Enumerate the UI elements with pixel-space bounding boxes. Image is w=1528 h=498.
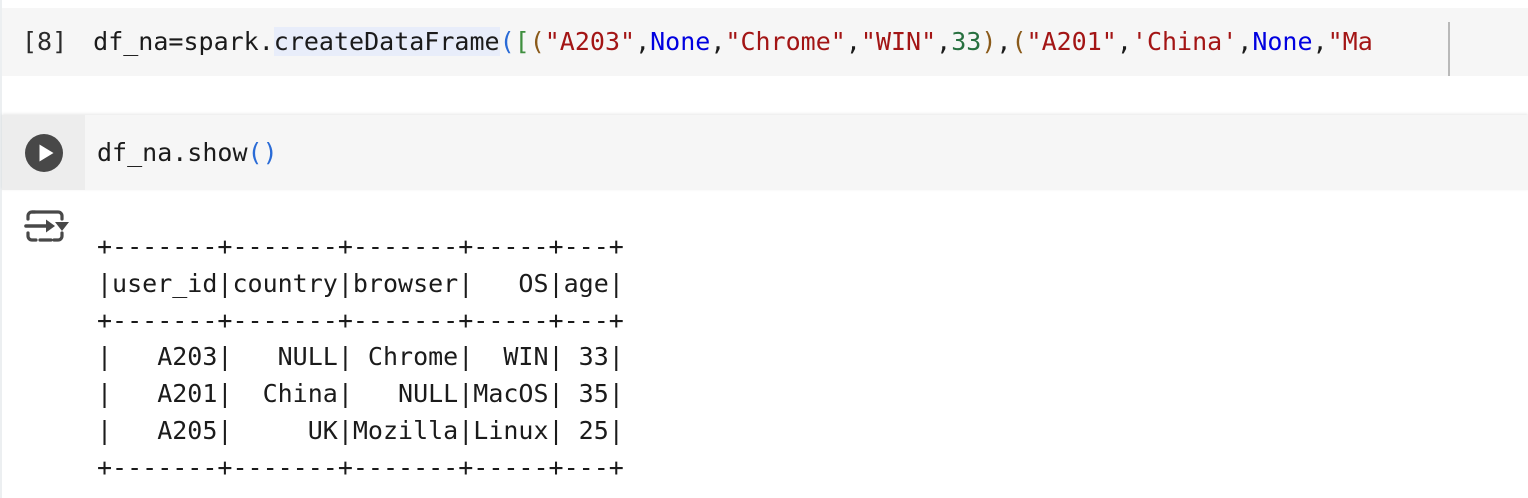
code-token-13: 33 (951, 27, 982, 56)
code-token-15: , (996, 27, 1012, 56)
code-token-20: , (1237, 27, 1253, 56)
code-token-2: ( (499, 27, 515, 56)
output-stream-text: +-------+-------+-------+-----+---+ |use… (97, 232, 624, 482)
code-token-6: , (635, 27, 651, 56)
code-token-22: , (1312, 27, 1328, 56)
output-gutter[interactable] (24, 204, 74, 248)
code-token-14: ) (981, 27, 997, 56)
code-token-12: , (936, 27, 952, 56)
code-cell-2-output-area: +-------+-------+-------+-----+---+ |use… (2, 192, 1528, 498)
execution-count-prompt: [8] (22, 27, 68, 56)
code-cell-1-source[interactable]: df_na=spark.createDataFrame([("A203",Non… (93, 8, 1373, 76)
code-token-8: , (710, 27, 726, 56)
code-token-9: "Chrome" (725, 27, 846, 56)
code-token-5: "A203" (544, 27, 636, 56)
code-token-1: createDataFrame (273, 27, 500, 56)
code-token-16: ( (1011, 27, 1027, 56)
code-token-10: , (845, 27, 861, 56)
code-token-1: () (247, 138, 278, 167)
code-token-18: , (1116, 27, 1132, 56)
code-token-11: "WIN" (860, 27, 937, 56)
code-token-19: 'China' (1131, 27, 1238, 56)
code-token-23: "Ma (1327, 27, 1373, 56)
play-icon[interactable] (24, 133, 64, 173)
code-token-4: ( (529, 27, 545, 56)
code-cell-2-run-gutter[interactable] (2, 115, 85, 190)
text-cursor-caret (1448, 22, 1450, 76)
code-cell-2-source[interactable]: df_na.show() (97, 115, 278, 190)
code-token-7: None (650, 27, 711, 56)
code-token-3: [ (514, 27, 530, 56)
code-cell-1-line: [8] df_na=spark.createDataFrame([("A203"… (2, 8, 1373, 76)
code-token-17: "A201" (1026, 27, 1117, 56)
notebook-left-rule (0, 0, 2, 498)
code-token-0: df_na=spark. (93, 27, 274, 56)
code-cell-1[interactable]: [8] df_na=spark.createDataFrame([("A203"… (2, 8, 1528, 76)
code-token-0: df_na.show (97, 138, 248, 167)
stream-output-icon[interactable] (24, 204, 74, 248)
code-cell-2[interactable]: df_na.show() (2, 115, 1528, 190)
code-token-21: None (1252, 27, 1313, 56)
